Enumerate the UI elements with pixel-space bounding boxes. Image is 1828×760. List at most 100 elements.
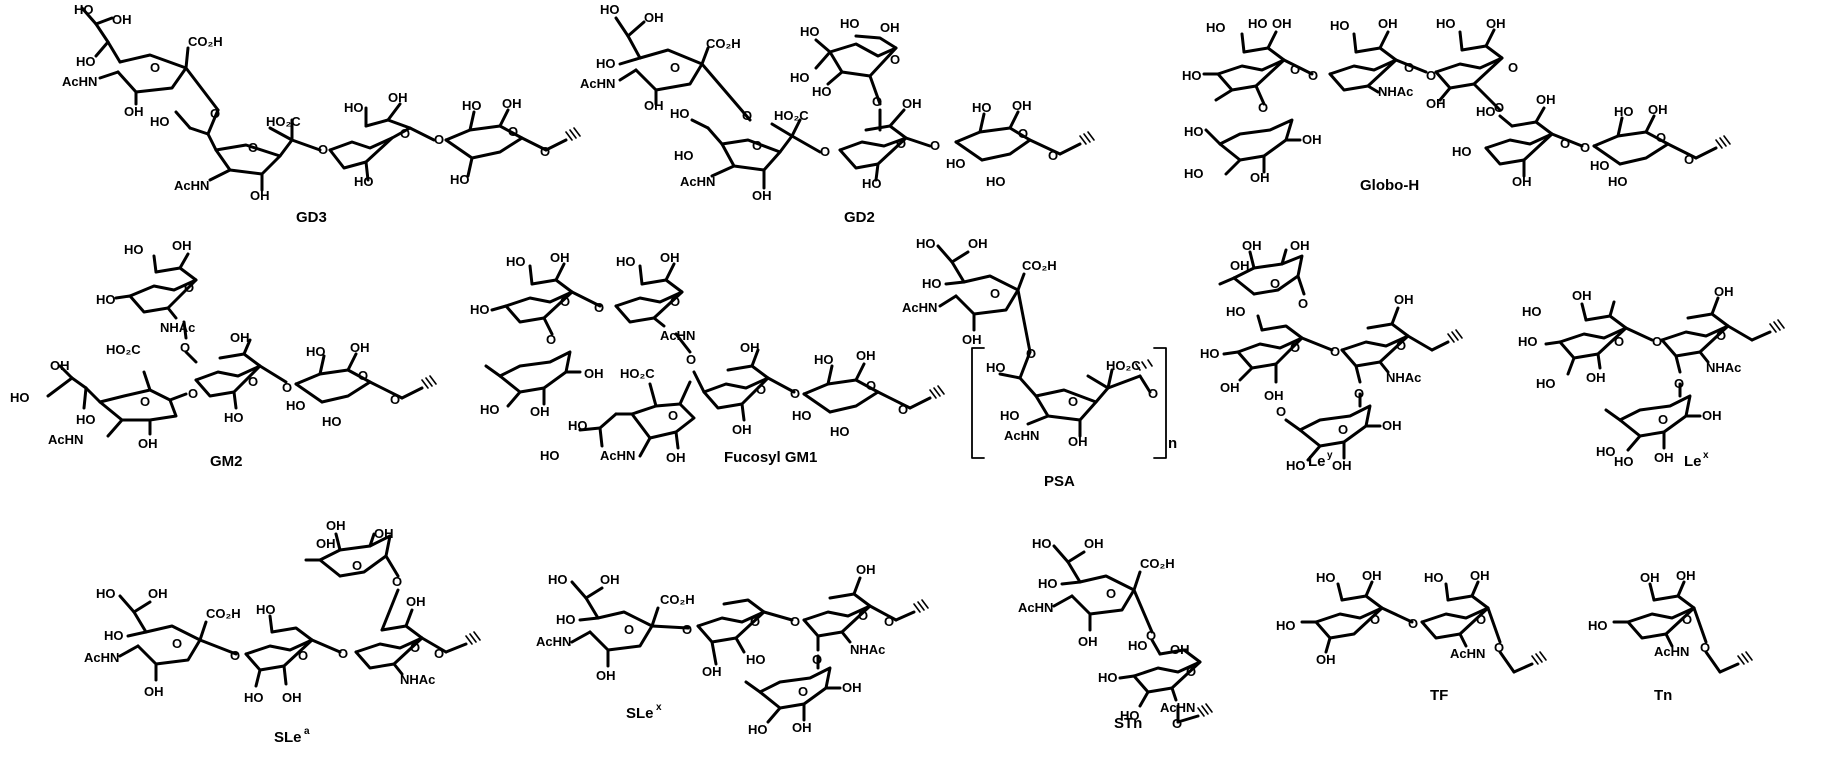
- atom-label: HO: [830, 424, 850, 439]
- atom-label: HO₂C: [774, 108, 809, 123]
- atom-label: O: [668, 408, 678, 423]
- atom-label: OH: [1648, 102, 1668, 117]
- atom-label: O: [358, 368, 368, 383]
- atom-label: O: [150, 60, 160, 75]
- atom-label: O: [1408, 616, 1418, 631]
- atom-label: OH: [902, 96, 922, 111]
- atom-label: HO: [972, 100, 992, 115]
- atom-label: CO₂H: [1022, 258, 1057, 273]
- atom-label: HO: [670, 106, 690, 121]
- atom-label: HO: [256, 602, 276, 617]
- atom-label: OH: [740, 340, 760, 355]
- atom-label: HO: [96, 292, 116, 307]
- atom-label: AcHN: [600, 448, 635, 463]
- atom-label: O: [180, 340, 190, 355]
- atom-label: O: [1258, 100, 1268, 115]
- atom-label: O: [392, 574, 402, 589]
- atom-label: HO: [1038, 576, 1058, 591]
- atom-label: O: [546, 332, 556, 347]
- atom-label: O: [1330, 344, 1340, 359]
- atom-label: O: [410, 640, 420, 655]
- structure-label-lex: Le: [1684, 453, 1702, 470]
- structure-label-tn: Tn: [1654, 687, 1672, 704]
- atom-label: HO: [224, 410, 244, 425]
- atom-label: OH: [660, 250, 680, 265]
- atom-label: OH: [1332, 458, 1352, 473]
- atom-label: HO: [1248, 16, 1268, 31]
- atom-label: O: [686, 352, 696, 367]
- atom-label: NHAc: [160, 320, 195, 335]
- atom-label: O: [1308, 68, 1318, 83]
- atom-label: O: [184, 280, 194, 295]
- atom-label: O: [820, 144, 830, 159]
- structure-stn: HO OH CO₂H HO O AcHN OH O HO OH O HO HO …: [1018, 536, 1213, 732]
- structure-lex: OH HO O O HO HO OH OH O NHAc O O OH HO H…: [1518, 284, 1785, 470]
- atom-label: HO: [306, 344, 326, 359]
- atom-label: HO: [1200, 346, 1220, 361]
- atom-label: OH: [1676, 568, 1696, 583]
- atom-label: OH: [1084, 536, 1104, 551]
- atom-label: HO: [1476, 104, 1496, 119]
- atom-label: OH: [1426, 96, 1446, 111]
- atom-label: HO: [1120, 708, 1140, 723]
- atom-label: AcHN: [1018, 600, 1053, 615]
- atom-label: AcHN: [1654, 644, 1689, 659]
- structure-label-slea-sup: a: [304, 726, 310, 737]
- atom-label: HO: [1276, 618, 1296, 633]
- atom-label: OH: [550, 250, 570, 265]
- atom-label: OH: [144, 684, 164, 699]
- atom-label: HO: [450, 172, 470, 187]
- atom-label: HO: [96, 586, 116, 601]
- atom-label: HO: [600, 2, 620, 17]
- atom-label: OH: [148, 586, 168, 601]
- atom-label: OH: [230, 330, 250, 345]
- atom-label: O: [1614, 334, 1624, 349]
- atom-label: O: [1716, 328, 1726, 343]
- atom-label: NHAc: [400, 672, 435, 687]
- atom-label: O: [210, 106, 220, 121]
- atom-label: OH: [350, 340, 370, 355]
- atom-label: O: [434, 132, 444, 147]
- atom-label: OH: [644, 10, 664, 25]
- atom-label: HO: [1128, 638, 1148, 653]
- atom-label: OH: [1170, 642, 1190, 657]
- atom-label: O: [1290, 340, 1300, 355]
- atom-label: OH: [1382, 418, 1402, 433]
- atom-label: O: [1048, 148, 1058, 163]
- atom-label: OH: [752, 188, 772, 203]
- atom-label: O: [1700, 640, 1710, 655]
- atom-label: OH: [666, 450, 686, 465]
- atom-label: AcHN: [660, 328, 695, 343]
- atom-label: O: [1106, 586, 1116, 601]
- atom-label: O: [1146, 628, 1156, 643]
- atom-label: OH: [842, 680, 862, 695]
- atom-label: AcHN: [580, 76, 615, 91]
- atom-label: O: [188, 386, 198, 401]
- atom-label: O: [390, 392, 400, 407]
- atom-label: AcHN: [1450, 646, 1485, 661]
- atom-label: O: [1186, 664, 1196, 679]
- atom-label: O: [560, 294, 570, 309]
- atom-label: HO: [792, 408, 812, 423]
- atom-label: CO₂H: [1140, 556, 1175, 571]
- atom-label: OH: [1230, 258, 1250, 273]
- atom-label: OH: [596, 668, 616, 683]
- atom-label: O: [866, 378, 876, 393]
- structure-label-psa: PSA: [1044, 473, 1075, 490]
- structure-label-slex: SLe: [626, 705, 654, 722]
- atom-label: HO: [286, 398, 306, 413]
- atom-label: HO: [1032, 536, 1052, 551]
- atom-label: O: [1338, 422, 1348, 437]
- atom-label: OH: [1702, 408, 1722, 423]
- atom-label: HO: [76, 54, 96, 69]
- atom-label: O: [1290, 62, 1300, 77]
- atom-label: HO: [1596, 444, 1616, 459]
- atom-label: OH: [1362, 568, 1382, 583]
- atom-label: HO: [1614, 454, 1634, 469]
- atom-label: OH: [138, 436, 158, 451]
- atom-label: OH: [172, 238, 192, 253]
- atom-label: HO: [1436, 16, 1456, 31]
- atom-label: O: [140, 394, 150, 409]
- atom-label: HO: [150, 114, 170, 129]
- atom-label: OH: [1586, 370, 1606, 385]
